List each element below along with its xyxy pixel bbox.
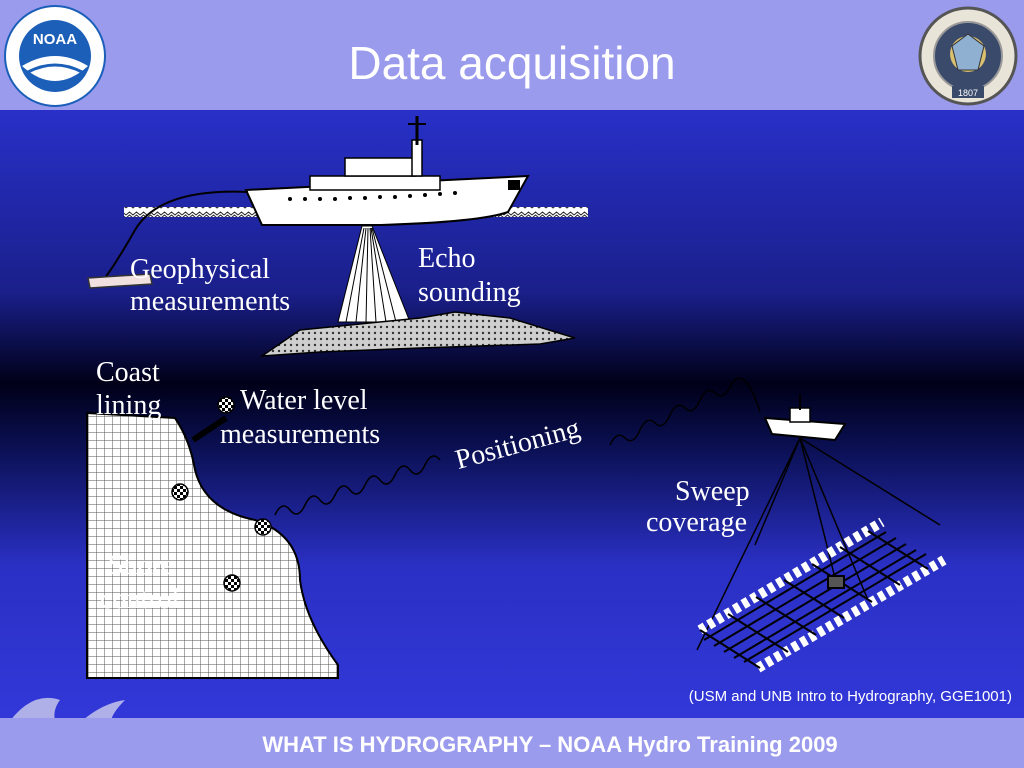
water-level-label-line2: measurements (220, 419, 381, 450)
tide-gauge-pier (191, 415, 228, 443)
sweep-coverage-grid (697, 517, 947, 673)
positioning-signal (274, 377, 761, 516)
shore-control-marker (254, 518, 272, 536)
coastline-land (86, 411, 339, 679)
sweep-survey-boat (763, 394, 847, 442)
noaa-logo-text: NOAA (33, 31, 77, 48)
coast-geodetic-survey-seal: 1807 (918, 6, 1018, 106)
noaa-logo: NOAA (4, 5, 106, 107)
geophysical-label-line1: Geophysical (130, 254, 270, 285)
water-level-label-line1: Water level (240, 385, 368, 416)
shore-control-marker (171, 483, 189, 501)
shore-control-label-line2: control (100, 584, 180, 615)
echo-label-line2: sounding (418, 277, 521, 308)
sweep-label-line1: Sweep (675, 476, 750, 507)
coast-label-line2: lining (96, 390, 162, 421)
header-bar (0, 0, 1024, 110)
ship-portholes (288, 191, 457, 201)
tow-cable (104, 190, 249, 279)
tide-gauge-marker (217, 396, 235, 414)
sweep-label-line2: coverage (646, 507, 748, 538)
footer-text: WHAT IS HYDROGRAPHY – NOAA Hydro Trainin… (262, 732, 838, 757)
towed-sensor (87, 273, 153, 289)
coast-label-line1: Coast (96, 357, 160, 388)
shore-control-marker (223, 574, 241, 592)
geophysical-label-line2: measurements (130, 286, 291, 317)
footer-bar (0, 718, 1024, 768)
citation: (USM and UNB Intro to Hydrography, GGE10… (688, 688, 1012, 705)
echo-label-line1: Echo (418, 243, 476, 274)
sweep-cables (696, 437, 941, 651)
survey-ship (244, 116, 530, 226)
seal-year: 1807 (958, 88, 978, 98)
seabed (259, 311, 576, 357)
shore-control-label-line1: Shore (108, 550, 174, 581)
slide-title: Data acquisition (348, 37, 676, 89)
echo-sounding-beam (337, 225, 411, 323)
